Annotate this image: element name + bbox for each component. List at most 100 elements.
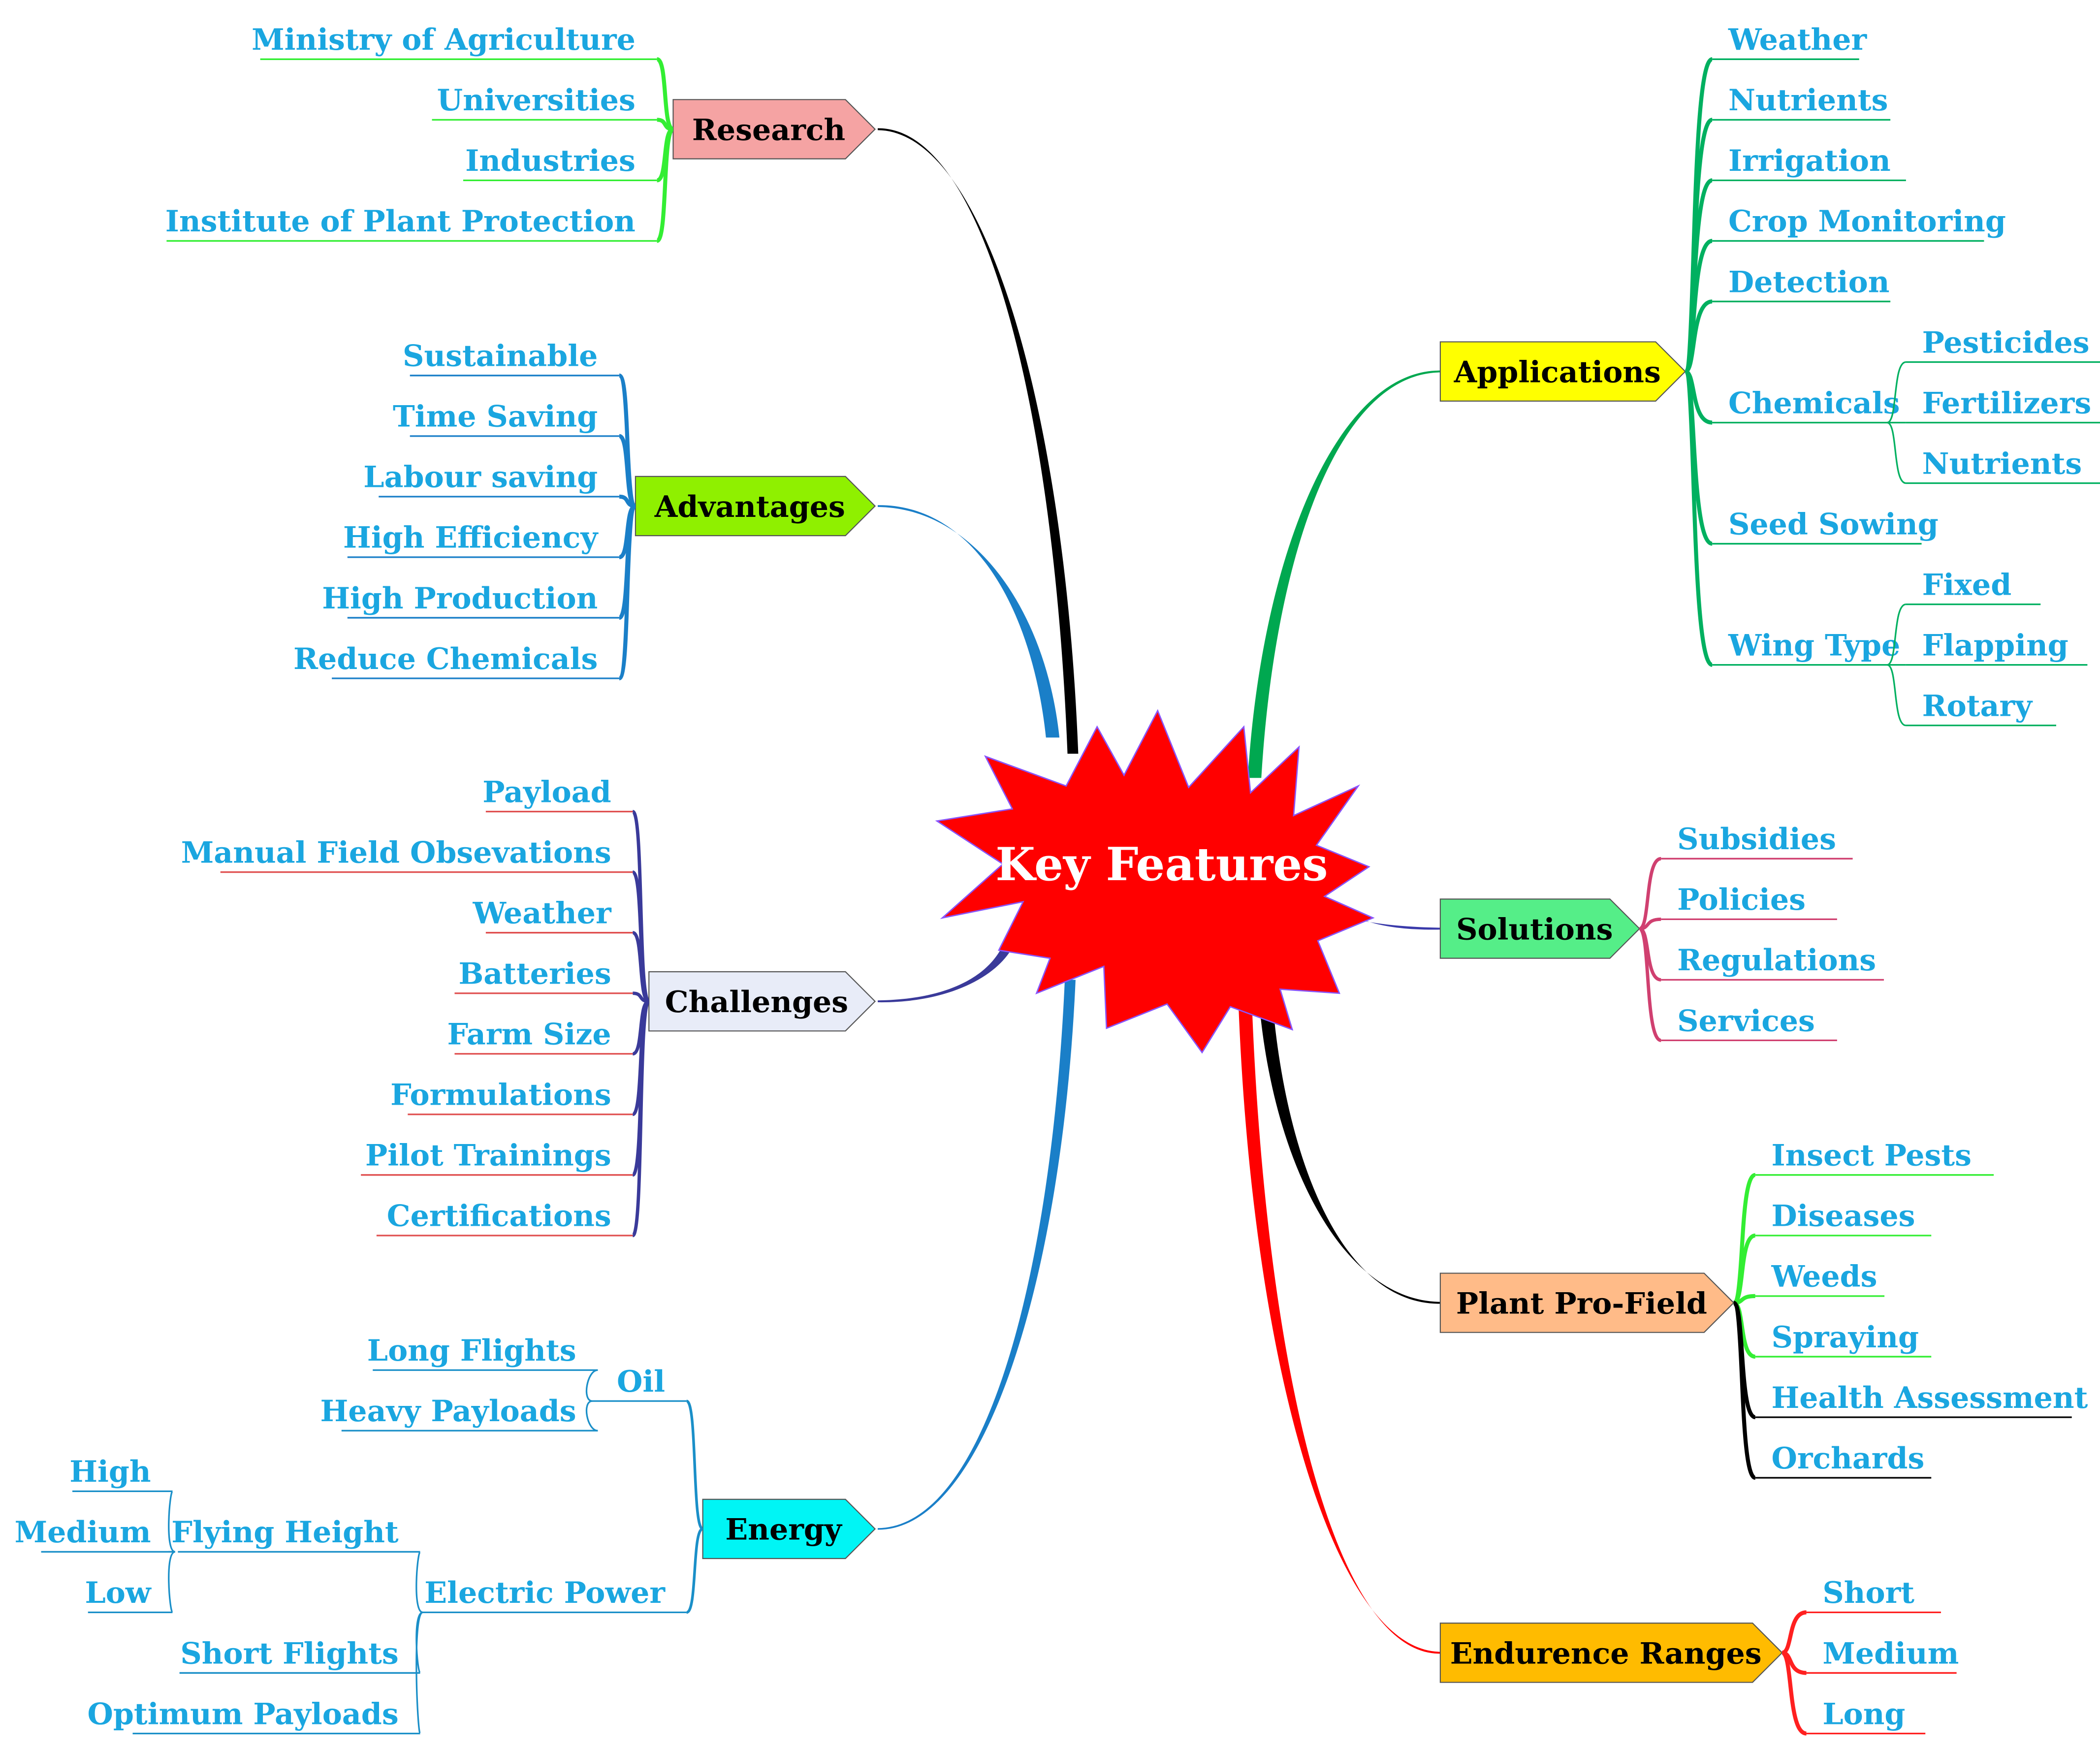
leaf-challenges-0: Payload	[482, 775, 611, 809]
leaf-electric-power-1: Optimum Payloads	[88, 1697, 399, 1731]
edge-endurence-ranges	[1238, 1002, 1440, 1654]
leaf-plant-pro-5: Orchards	[1771, 1441, 1924, 1476]
node-advantages: Advantages	[635, 476, 876, 537]
edge-advantages	[878, 505, 1060, 738]
node-challenges-label: Challenges	[665, 985, 848, 1019]
center-node: Key Features	[935, 709, 1375, 1054]
leaf-applications-6: Seed Sowing	[1728, 507, 1939, 541]
edges-layer	[878, 128, 1440, 1654]
leaf-endurence-2-connector	[1781, 1651, 1807, 1736]
leaf-applications-5-2: Nutrients	[1922, 446, 2082, 481]
leaf-flying-height-2: Low	[85, 1576, 152, 1610]
leaf-advantages-4: High Production	[322, 581, 598, 616]
node-solutions-label: Solutions	[1456, 912, 1613, 947]
group-oil-connector	[686, 1400, 704, 1530]
leaf-advantages-1-connector	[618, 434, 636, 509]
node-applications-label: Applications	[1454, 355, 1661, 389]
leaf-applications-7-0: Fixed	[1922, 568, 2012, 602]
leaf-applications-5-1: Fertilizers	[1922, 386, 2092, 420]
leaf-challenges-7: Certifications	[387, 1199, 611, 1234]
leaf-plant-pro-3: Spraying	[1771, 1320, 1919, 1355]
node-plant-pro-field-label: Plant Pro-Field	[1456, 1286, 1707, 1321]
edge-applications	[1247, 370, 1440, 778]
group-electric-power: Electric Power	[424, 1576, 666, 1610]
node-advantages-label: Advantages	[654, 490, 845, 524]
leaf-advantages-3: High Efficiency	[343, 521, 599, 555]
center-burst-shape	[935, 709, 1375, 1054]
leaf-advantages-1: Time Saving	[393, 400, 598, 434]
leaf-applications-7-0-connector	[1886, 603, 1907, 666]
node-challenges-shape	[648, 971, 876, 1032]
node-energy-label: Energy	[725, 1513, 843, 1547]
leaf-electric-power-1-connector	[415, 1611, 423, 1735]
leaf-flying-height-2-connector	[168, 1551, 176, 1614]
edge-challenges	[878, 942, 1015, 1003]
leaf-applications-3-connector	[1684, 239, 1713, 374]
leaf-applications-1: Nutrients	[1728, 83, 1888, 118]
node-solutions: Solutions	[1439, 898, 1641, 959]
leaf-challenges-7-connector	[631, 999, 651, 1238]
edge-plant-pro-field	[1258, 996, 1440, 1304]
leaf-electric-power-0: Short Flights	[180, 1636, 398, 1671]
leaf-oil-0-connector	[585, 1369, 598, 1402]
leaf-applications-5-0-connector	[1886, 361, 1907, 424]
leaf-challenges-6: Pilot Trainings	[365, 1139, 611, 1173]
edge-research	[878, 128, 1079, 754]
leaf-flying-height-1: Medium	[15, 1515, 151, 1550]
node-energy: Energy	[702, 1498, 876, 1560]
group-oil: Oil	[617, 1365, 665, 1399]
leaf-plant-pro-0: Insect Pests	[1771, 1139, 1972, 1173]
leaf-oil-0: Long Flights	[367, 1334, 576, 1368]
leaf-solutions-3: Services	[1677, 1004, 1815, 1038]
leaf-applications-5: Chemicals	[1728, 386, 1900, 420]
node-applications: Applications	[1439, 341, 1686, 402]
node-applications-shape	[1439, 341, 1686, 402]
leaf-applications-7-2: Rotary	[1922, 689, 2033, 724]
leaf-challenges-5: Formulations	[390, 1078, 611, 1113]
group-electric-power-connector	[686, 1528, 703, 1614]
center-label: Key Features	[995, 837, 1328, 891]
leaf-endurence-2: Long	[1822, 1697, 1905, 1731]
leaf-applications-7-1: Flapping	[1922, 628, 2068, 663]
node-challenges: Challenges	[648, 971, 876, 1032]
node-research-shape	[672, 99, 876, 159]
leaf-flying-height-0-connector	[168, 1490, 176, 1553]
leaf-research-0-connector	[656, 57, 674, 131]
leaf-applications-3: Crop Monitoring	[1728, 204, 2006, 239]
node-endurence-ranges-shape	[1439, 1623, 1783, 1683]
leaf-research-1: Universities	[437, 83, 636, 118]
leaf-advantages-5-connector	[617, 504, 637, 681]
leaf-applications-2: Irrigation	[1728, 144, 1891, 178]
leaf-research-3: Institute of Plant Protection	[165, 204, 636, 239]
leaf-advantages-0: Sustainable	[403, 339, 598, 374]
leaf-challenges-2-connector	[632, 931, 650, 1003]
leaf-applications-4-connector	[1684, 299, 1713, 374]
node-solutions-shape	[1439, 898, 1641, 959]
node-advantages-shape	[635, 476, 876, 537]
leaf-plant-pro-2: Weeds	[1771, 1260, 1877, 1294]
node-research: Research	[672, 99, 876, 159]
node-plant-pro-field: Plant Pro-Field	[1439, 1273, 1735, 1333]
node-endurence-ranges-label: Endurence Ranges	[1450, 1636, 1762, 1671]
leaf-advantages-5: Reduce Chemicals	[293, 642, 598, 676]
leaf-applications-7-2-connector	[1886, 664, 1907, 727]
leaf-plant-pro-5-connector	[1731, 1301, 1756, 1480]
leaf-solutions-0: Subsidies	[1677, 822, 1836, 857]
node-research-label: Research	[692, 113, 845, 147]
leaf-research-2: Industries	[465, 144, 636, 178]
leaf-oil-1: Heavy Payloads	[320, 1394, 576, 1429]
group-flying-height-connector	[415, 1551, 423, 1614]
leaf-solutions-0-connector	[1639, 857, 1662, 930]
leaf-applications-4: Detection	[1728, 265, 1889, 299]
node-endurence-ranges: Endurence Ranges	[1439, 1623, 1783, 1683]
leaf-plant-pro-1-connector	[1733, 1233, 1756, 1305]
leaf-flying-height-0: High	[69, 1455, 151, 1489]
leaf-endurence-0-connector	[1782, 1610, 1807, 1655]
leaf-solutions-2: Regulations	[1677, 943, 1876, 978]
leaf-endurence-1: Medium	[1822, 1636, 1959, 1671]
leaf-advantages-2: Labour saving	[363, 460, 598, 495]
leaf-challenges-3: Batteries	[458, 957, 611, 991]
leaf-endurence-0: Short	[1822, 1576, 1914, 1610]
